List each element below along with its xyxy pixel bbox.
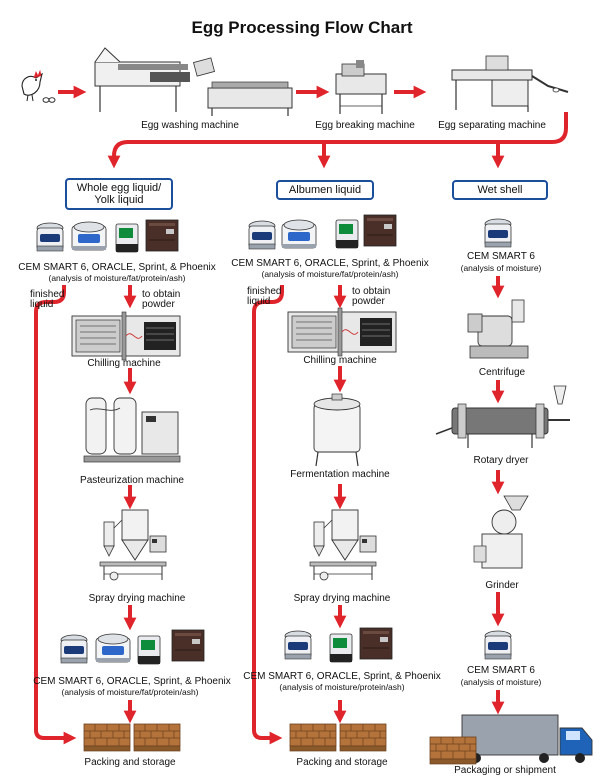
col3-analyzer2-label: CEM SMART 6	[467, 665, 535, 676]
truck-icon	[461, 714, 593, 763]
col1-analysis2-label: (analysis of moisture/fat/protein/ash)	[61, 687, 199, 697]
chilling-machine-icon	[287, 307, 397, 357]
phoenix-analyzer-icon	[359, 627, 393, 660]
arrow-col1-finished-liquid	[34, 285, 77, 745]
col2-analysis2-label: (analysis of moisture/protein/ash)	[279, 682, 405, 692]
col1-analysis-label: (analysis of moisture/fat/protein/ash)	[48, 273, 186, 283]
oracle-analyzer-icon	[95, 633, 131, 663]
egg-washing-machine-icon	[94, 47, 293, 116]
arrow-col2-finished-liquid	[252, 285, 284, 745]
smart6-analyzer-icon	[484, 218, 512, 248]
smart6-analyzer-icon	[248, 220, 276, 250]
col1-obtain-label: to obtain powder	[142, 289, 181, 310]
page-title: Egg Processing Flow Chart	[191, 18, 413, 37]
washing-label: Egg washing machine	[141, 120, 239, 131]
phoenix-analyzer-icon	[363, 214, 397, 247]
col1-analyzers2-label: CEM SMART 6, ORACLE, Sprint, & Phoenix	[33, 676, 231, 687]
col1-analyzers-group	[36, 219, 179, 253]
smart6-analyzer-icon	[284, 630, 312, 660]
col2-spray-label: Spray drying machine	[293, 593, 391, 604]
sprint-analyzer-icon	[137, 635, 161, 665]
separating-label: Egg separating machine	[438, 120, 546, 131]
col3-dryer-label: Rotary dryer	[473, 455, 529, 466]
smart6-analyzer-icon	[60, 634, 88, 664]
whole-egg-header: Whole egg liquid/ Yolk liquid	[65, 178, 173, 210]
grinder-icon	[473, 495, 529, 569]
hen-icon	[21, 69, 56, 103]
spray-drying-machine-icon	[99, 509, 167, 581]
spray-drying-machine-icon	[309, 509, 377, 581]
col1-packing-label: Packing and storage	[84, 757, 176, 768]
fermentation-machine-icon	[313, 393, 361, 467]
albumen-header: Albumen liquid	[276, 180, 374, 200]
col1-chilling-label: Chilling machine	[87, 358, 161, 369]
col2-fermentation-label: Fermentation machine	[290, 469, 390, 480]
phoenix-analyzer-icon	[171, 629, 205, 662]
col3-analysis2-label: (analysis of moisture)	[460, 677, 542, 687]
phoenix-analyzer-icon	[145, 219, 179, 252]
col3-crate-icon	[429, 736, 477, 765]
col3-centrifuge-label: Centrifuge	[478, 367, 526, 378]
egg-breaking-machine-icon	[335, 60, 387, 114]
col1-analyzers-label: CEM SMART 6, ORACLE, Sprint, & Phoenix	[18, 262, 216, 273]
oracle-analyzer-icon	[71, 221, 107, 251]
col1-spray-label: Spray drying machine	[88, 593, 186, 604]
sprint-analyzer-icon	[329, 633, 353, 663]
smart6-analyzer-icon	[484, 630, 512, 660]
col1-pasteurization-label: Pasteurization machine	[80, 475, 184, 486]
col2-obtain-label: to obtain powder	[352, 286, 391, 307]
chilling-machine-icon	[71, 311, 181, 361]
oracle-analyzer-icon	[281, 219, 317, 249]
col2-analyzers-label: CEM SMART 6, ORACLE, Sprint, & Phoenix	[231, 258, 429, 269]
col2-packing-label: Packing and storage	[296, 757, 388, 768]
smart6-analyzer-icon	[36, 222, 64, 252]
sprint-analyzer-icon	[115, 223, 139, 253]
col2-finished-label: finished liquid	[247, 286, 282, 307]
egg-separating-machine-icon	[451, 55, 569, 112]
col2-crates-icon	[289, 723, 387, 752]
arrow-separating-to-whole-egg	[107, 112, 568, 169]
col3-analyzer-label: CEM SMART 6	[467, 251, 535, 262]
col3-analysis-label: (analysis of moisture)	[460, 263, 542, 273]
col1-finished-label: finished liquid	[30, 289, 65, 310]
sprint-analyzer-icon	[335, 219, 359, 249]
col2-chilling-label: Chilling machine	[303, 355, 377, 366]
col1-analyzers2-group	[60, 629, 205, 665]
col2-analyzers2-group	[284, 627, 393, 663]
rotary-dryer-icon	[435, 385, 570, 448]
col2-analysis-label: (analysis of moisture/fat/protein/ash)	[261, 269, 399, 279]
col2-analyzers2-label: CEM SMART 6, ORACLE, Sprint, & Phoenix	[243, 671, 441, 682]
col1-crates-icon	[83, 723, 181, 752]
col3-packaging-label: Packaging or shipment	[454, 765, 556, 776]
col3-grinder-label: Grinder	[485, 580, 519, 591]
pasteurization-machine-icon	[83, 397, 181, 463]
centrifuge-icon	[467, 299, 529, 359]
col2-analyzers-group	[248, 214, 397, 250]
wet-shell-header: Wet shell	[452, 180, 548, 200]
breaking-label: Egg breaking machine	[315, 120, 415, 131]
